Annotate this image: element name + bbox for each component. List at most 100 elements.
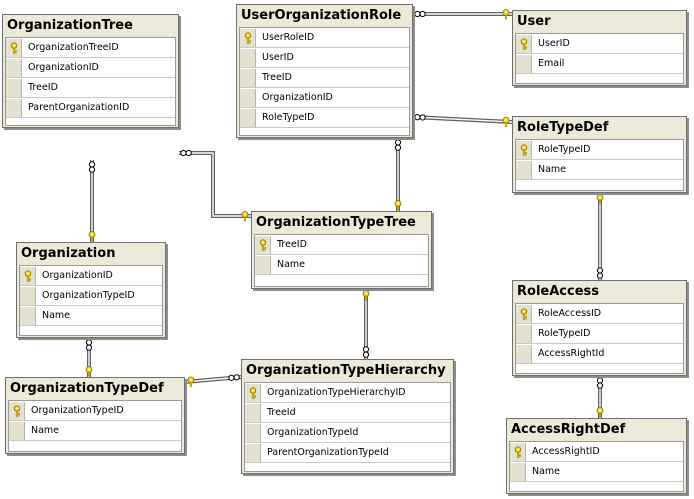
column-row[interactable]: OrganizationTypeId — [245, 423, 450, 443]
infinity-icon — [414, 114, 426, 121]
primary-key-row[interactable]: UserRoleID — [240, 28, 409, 48]
column-name: TreeID — [28, 82, 58, 93]
table-title[interactable]: OrganizationTypeHierarchy — [246, 363, 446, 378]
row-selector[interactable] — [240, 108, 256, 127]
primary-key-row[interactable]: OrganizationTypeID — [9, 401, 181, 421]
row-selector[interactable] — [240, 68, 256, 87]
relationship-line[interactable] — [362, 289, 370, 359]
column-row[interactable]: TreeId — [245, 403, 450, 423]
table-title[interactable]: OrganizationTypeTree — [256, 215, 416, 230]
column-row[interactable]: Name — [20, 306, 162, 326]
column-row[interactable]: Name — [516, 160, 683, 180]
relationship-line[interactable] — [596, 376, 604, 418]
relationship-line[interactable] — [394, 138, 402, 211]
column-row[interactable]: RoleTypeID — [516, 324, 683, 344]
column-name: OrganizationID — [262, 92, 333, 103]
column-row[interactable]: ParentOrganizationTypeId — [245, 443, 450, 463]
row-selector[interactable] — [9, 421, 25, 440]
column-row[interactable]: Email — [516, 54, 683, 74]
row-selector[interactable] — [510, 462, 526, 481]
table-title[interactable]: OrganizationTree — [7, 18, 133, 33]
row-selector[interactable] — [516, 34, 532, 53]
table-title[interactable]: AccessRightDef — [511, 422, 626, 437]
row-selector[interactable] — [516, 160, 532, 179]
row-selector[interactable] — [516, 304, 532, 323]
table-title[interactable]: OrganizationTypeDef — [10, 381, 164, 396]
infinity-icon — [228, 374, 240, 381]
row-selector[interactable] — [20, 286, 36, 305]
row-selector[interactable] — [516, 324, 532, 343]
row-selector[interactable] — [6, 58, 22, 77]
row-selector[interactable] — [255, 235, 271, 254]
row-selector[interactable] — [6, 38, 22, 57]
column-row[interactable]: RoleTypeID — [240, 108, 409, 128]
column-row[interactable]: Name — [9, 421, 181, 441]
row-selector[interactable] — [245, 443, 261, 462]
row-selector[interactable] — [20, 306, 36, 325]
table-title[interactable]: RoleAccess — [517, 284, 599, 299]
table-title[interactable]: Organization — [21, 246, 116, 261]
relationship-line[interactable] — [179, 149, 251, 222]
row-selector[interactable] — [240, 48, 256, 67]
relationship-line[interactable] — [413, 9, 512, 20]
column-row[interactable]: OrganizationID — [240, 88, 409, 108]
primary-key-row[interactable]: RoleTypeID — [516, 140, 683, 160]
primary-key-row[interactable]: AccessRightID — [510, 442, 683, 462]
table-title[interactable]: User — [517, 14, 551, 29]
row-selector[interactable] — [255, 255, 271, 274]
row-selector[interactable] — [9, 401, 25, 420]
row-selector[interactable] — [510, 442, 526, 461]
infinity-icon — [180, 149, 192, 157]
column-row[interactable]: Name — [255, 255, 428, 275]
row-selector[interactable] — [516, 344, 532, 363]
relationship-line[interactable] — [88, 160, 96, 242]
column-row[interactable]: OrganizationID — [6, 58, 175, 78]
primary-key-row[interactable]: OrganizationTreeID — [6, 38, 175, 58]
primary-key-row[interactable]: OrganizationID — [20, 266, 162, 286]
column-row[interactable]: OrganizationTypeID — [20, 286, 162, 306]
column-name: Name — [538, 164, 567, 175]
row-selector[interactable] — [516, 140, 532, 159]
row-selector[interactable] — [20, 266, 36, 285]
column-row[interactable]: AccessRightId — [516, 344, 683, 364]
primary-key-row[interactable]: OrganizationTypeHierarchyID — [245, 383, 450, 403]
relationship-line[interactable] — [184, 374, 242, 387]
primary-key-row[interactable]: UserID — [516, 34, 683, 54]
column-row[interactable]: TreeID — [6, 78, 175, 98]
column-row[interactable]: ParentOrganizationID — [6, 98, 175, 118]
row-selector[interactable] — [245, 423, 261, 442]
column-row[interactable]: UserID — [240, 48, 409, 68]
column-row[interactable]: Name — [510, 462, 683, 482]
row-selector[interactable] — [245, 403, 261, 422]
table-title[interactable]: RoleTypeDef — [517, 120, 609, 135]
row-selector[interactable] — [6, 98, 22, 117]
row-selector[interactable] — [6, 78, 22, 97]
relationship-line[interactable] — [596, 193, 604, 280]
column-row[interactable]: TreeID — [240, 68, 409, 88]
column-name: OrganizationTypeID — [31, 405, 124, 416]
key-icon — [247, 386, 259, 399]
primary-key-row[interactable]: TreeID — [255, 235, 428, 255]
row-selector[interactable] — [245, 383, 261, 402]
infinity-icon — [596, 267, 604, 279]
row-selector[interactable] — [240, 88, 256, 107]
row-selector[interactable] — [516, 54, 532, 73]
row-selector[interactable] — [240, 28, 256, 47]
relationship-line[interactable] — [85, 338, 93, 377]
primary-key-row[interactable]: RoleAccessID — [516, 304, 683, 324]
table-title[interactable]: UserOrganizationRole — [241, 8, 402, 23]
relationship-line[interactable] — [412, 114, 513, 127]
